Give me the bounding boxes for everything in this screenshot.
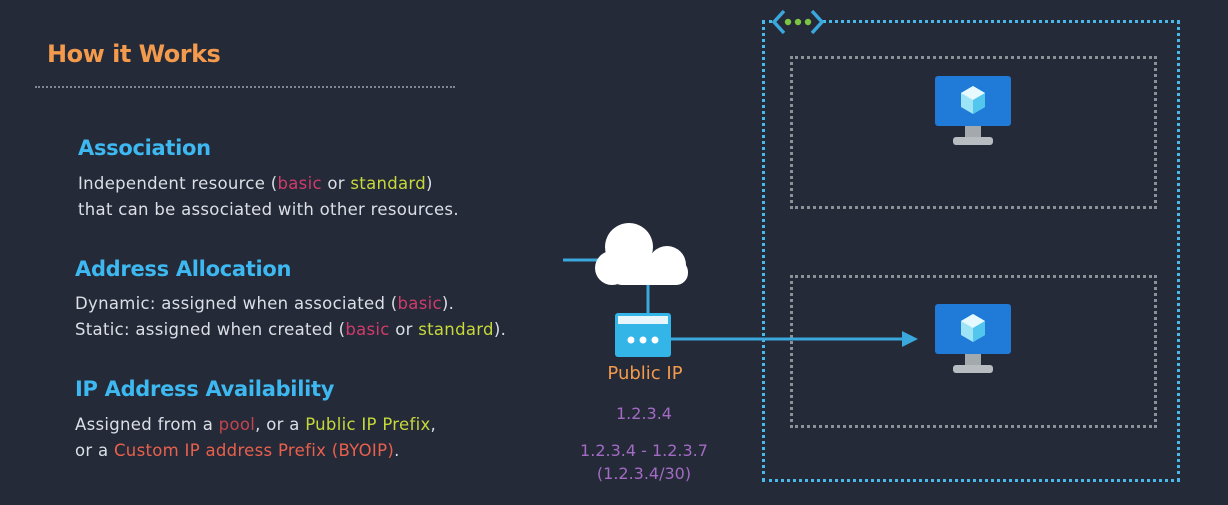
cloud-icon [595, 223, 688, 285]
association-line-2: that can be associated with other resour… [78, 197, 459, 223]
text-run: , [430, 415, 437, 434]
ip-availability-heading: IP Address Availability [75, 377, 335, 401]
association-line-1: Independent resource (basic or standard) [78, 171, 459, 197]
text-run: or [389, 320, 419, 339]
ip-address-range: 1.2.3.4 - 1.2.3.7 [580, 441, 708, 460]
virtual-machine-icon [935, 304, 1011, 373]
text-run: , or a [255, 415, 306, 434]
address-allocation-text: Dynamic: assigned when associated (basic… [75, 291, 506, 343]
text-run: or [321, 174, 351, 193]
highlight-pool: pool [218, 415, 256, 434]
ip-address-prefix: (1.2.3.4/30) [596, 464, 692, 483]
title-divider [35, 86, 455, 88]
single-ip-address: 1.2.3.4 [616, 404, 672, 423]
ip-availability-line-1: Assigned from a pool, or a Public IP Pre… [75, 412, 436, 438]
text-run: or a [75, 441, 114, 460]
text-run: Assigned from a [75, 415, 219, 434]
highlight-basic: basic [397, 294, 442, 313]
text-run: that can be associated with other resour… [78, 200, 459, 219]
highlight-basic: basic [277, 174, 322, 193]
ip-availability-line-2: or a Custom IP address Prefix (BYOIP). [75, 438, 436, 464]
public-ip-icon [615, 313, 671, 357]
association-text: Independent resource (basic or standard)… [78, 171, 459, 223]
text-run: Dynamic: assigned when associated ( [75, 294, 398, 313]
subnet-box-top [790, 56, 1157, 209]
text-run: . [394, 441, 400, 460]
highlight-standard: standard [418, 320, 494, 339]
text-run: ). [441, 294, 455, 313]
text-run: Independent resource ( [78, 174, 278, 193]
text-run: Static: assigned when created ( [75, 320, 346, 339]
highlight-custom: Custom IP address Prefix (BYOIP) [113, 441, 395, 460]
association-heading: Association [78, 136, 211, 160]
address-allocation-heading: Address Allocation [75, 257, 292, 281]
subnet-box-bottom [790, 275, 1157, 428]
virtual-network-boundary [762, 20, 1180, 482]
address-allocation-line-1: Dynamic: assigned when associated (basic… [75, 291, 506, 317]
page-title: How it Works [47, 40, 221, 68]
text-run: ) [426, 174, 433, 193]
arrow-head-icon [902, 331, 918, 347]
highlight-prefix: Public IP Prefix [305, 415, 431, 434]
vnet-icon [771, 9, 825, 35]
highlight-basic: basic [345, 320, 390, 339]
ip-availability-text: Assigned from a pool, or a Public IP Pre… [75, 412, 436, 464]
text-run: ). [493, 320, 507, 339]
virtual-machine-icon [935, 76, 1011, 145]
address-allocation-line-2: Static: assigned when created (basic or … [75, 317, 506, 343]
public-ip-label: Public IP [607, 363, 683, 384]
highlight-standard: standard [350, 174, 426, 193]
